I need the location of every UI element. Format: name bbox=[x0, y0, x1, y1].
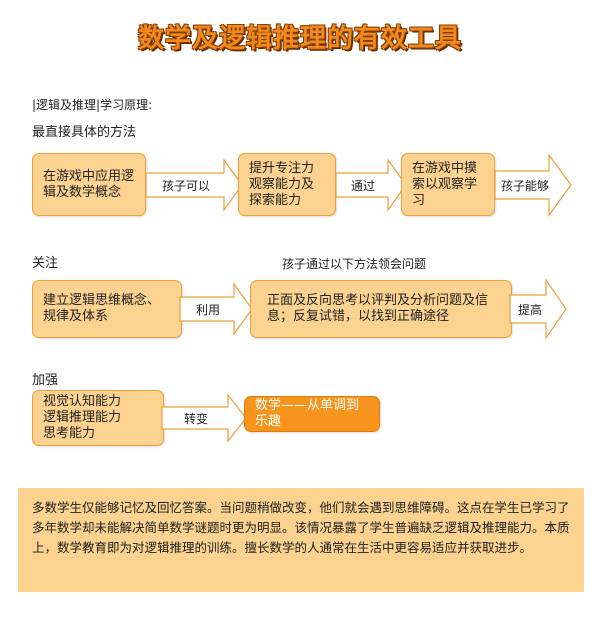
arrow-through-label: 通过 bbox=[350, 178, 375, 193]
page-title: 数学及逻辑推理的有效工具 bbox=[137, 24, 462, 54]
box-math-fun-text: 数学——从单调到乐趣 bbox=[255, 398, 360, 429]
box-improve-focus: 提升专注力观察能力及探索能力 bbox=[238, 153, 336, 216]
ability-logic: 逻辑推理能力 bbox=[43, 410, 122, 425]
ability-thinking: 思考能力 bbox=[43, 426, 96, 441]
box-think-methods-text: 正面及反向思考以评判及分析问题及信息；反复试错，以找到正确途径 bbox=[267, 293, 489, 324]
arrow-transform bbox=[161, 393, 247, 443]
arrow-child-able-label: 孩子能够 bbox=[500, 178, 549, 193]
arrow-improve-label: 提高 bbox=[517, 302, 542, 317]
summary-paragraph: 多数学生仅能够记忆及回忆答案。当问题稍做改变，他们就会遇到思维障碍。这点在学生已… bbox=[18, 488, 584, 592]
arrow-use-label: 利用 bbox=[195, 302, 220, 317]
section-strengthen: 加强 bbox=[32, 373, 59, 388]
arrow-child-can-label: 孩子可以 bbox=[161, 178, 210, 193]
arrow-transform-label: 转变 bbox=[183, 411, 208, 426]
ability-visual: 视觉认知能力 bbox=[43, 394, 122, 409]
box-abilities: 视觉认知能力 逻辑推理能力 思考能力 bbox=[32, 390, 164, 446]
box-math-fun: 数学——从单调到乐趣 bbox=[244, 396, 380, 432]
arrow-through bbox=[335, 158, 407, 212]
principle-label: |逻辑及推理|学习原理: bbox=[32, 98, 153, 112]
box-build-logic: 建立逻辑思维概念、规律及体系 bbox=[32, 280, 182, 338]
arrow-child-able bbox=[494, 153, 572, 217]
section-direct-method: 最直接具体的方法 bbox=[32, 125, 137, 140]
section-focus: 关注 bbox=[32, 256, 59, 271]
arrow-child-can bbox=[145, 158, 243, 212]
box-explore-in-games: 在游戏中摸索以观察学习 bbox=[401, 153, 495, 216]
box-explore-in-games-text: 在游戏中摸索以观察学习 bbox=[412, 160, 478, 208]
box-improve-focus-text: 提升专注力观察能力及探索能力 bbox=[249, 160, 315, 208]
box-apply-concepts: 在游戏中应用逻辑及数学概念 bbox=[32, 153, 146, 216]
box-apply-concepts-text: 在游戏中应用逻辑及数学概念 bbox=[43, 168, 135, 200]
box-think-methods: 正面及反向思考以评判及分析问题及信息；反复试错，以找到正确途径 bbox=[250, 280, 512, 338]
box-build-logic-text: 建立逻辑思维概念、规律及体系 bbox=[43, 293, 161, 324]
arrow-improve bbox=[509, 278, 567, 340]
arrow-use bbox=[179, 282, 253, 336]
row2-caption: 孩子通过以下方法领会问题 bbox=[282, 257, 427, 271]
